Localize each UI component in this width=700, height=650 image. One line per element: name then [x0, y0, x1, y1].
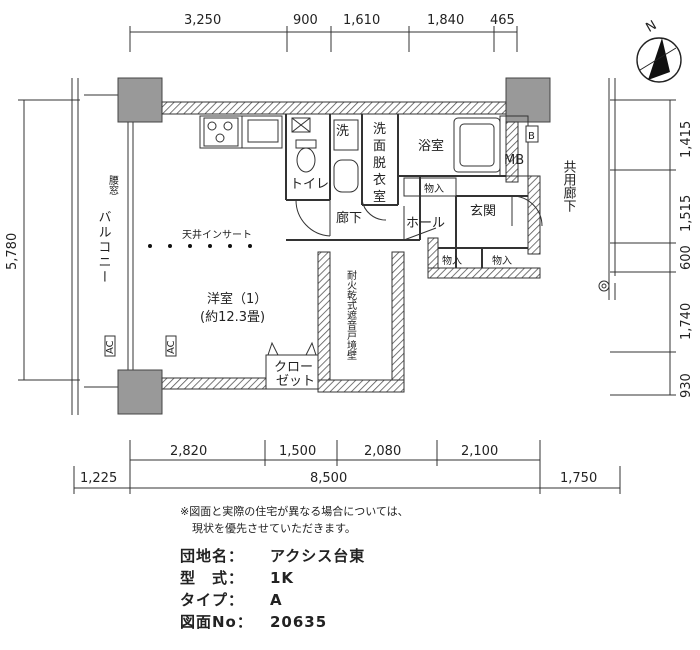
hall-label: ホール	[406, 216, 445, 231]
bathtub-icon	[453, 117, 501, 173]
right-dimension-line	[610, 99, 676, 396]
sink-icon	[333, 119, 359, 193]
ac-box-1	[104, 335, 116, 357]
balcony-label: バルコニー	[96, 210, 112, 285]
column-top-right	[505, 77, 551, 123]
balcony-window	[127, 118, 134, 370]
toilet-icon	[291, 117, 317, 173]
wash-label: 洗	[336, 124, 349, 139]
entrance-label: 玄関	[470, 204, 496, 219]
left-dimension-line	[18, 99, 80, 381]
washroom-label-3: 脱	[373, 156, 386, 171]
washroom-label-5: 室	[373, 189, 386, 205]
closet	[265, 341, 319, 390]
washroom-label-2: 面	[373, 139, 386, 154]
dim-right-5: 930	[679, 373, 694, 398]
interior-walls	[199, 114, 528, 268]
corridor-label: 廊下	[336, 210, 362, 226]
dim-right-4: 1,740	[679, 303, 694, 340]
stove-icon	[203, 117, 239, 147]
layout-label: タイプ：	[180, 591, 245, 609]
compass-icon	[636, 37, 682, 83]
toilet-label: トイレ	[290, 177, 329, 192]
top-dimension-line	[129, 26, 518, 52]
column-top-left	[117, 77, 163, 123]
doors	[295, 195, 543, 241]
dim-top-1: 3,250	[184, 13, 221, 28]
bottom-dimension-lines	[73, 440, 621, 494]
dim-bottom-1: 2,820	[170, 444, 207, 459]
dim-bottom-3: 2,080	[364, 444, 401, 459]
dim-bottom-7: 1,750	[560, 471, 597, 486]
bath-label: 浴室	[418, 138, 444, 154]
walls	[161, 101, 541, 393]
mb-label: MB	[504, 153, 524, 168]
complex-row: 団地名： アクシス台東	[180, 545, 680, 567]
fire-wall-label: 耐火乾式遮音戸境壁	[345, 269, 357, 360]
common-corridor-label: 共用廊下	[561, 160, 577, 212]
type-label: 型 式：	[180, 569, 245, 587]
closet-label-1: クロー	[274, 360, 313, 375]
storage-label-2: 物入	[442, 254, 462, 267]
layout-row: タイプ： A	[180, 589, 680, 611]
note-line-1: ※図面と実際の住宅が異なる場合については、	[180, 505, 409, 518]
ac-label-1: AC	[105, 340, 116, 354]
type-row: 型 式： 1K	[180, 567, 680, 589]
room-western-size: (約12.3畳)	[200, 310, 265, 325]
compass-north: N	[644, 18, 660, 36]
washroom-label-1: 洗	[373, 122, 386, 137]
column-bottom-left	[117, 369, 163, 415]
drawing-value: 20635	[270, 613, 328, 631]
balcony-rail	[71, 78, 120, 415]
washroom-label-4: 衣	[373, 172, 386, 188]
room-western-label: 洋室（1）	[207, 291, 267, 307]
closet-label-2: ゼット	[276, 374, 315, 389]
b-label: B	[528, 131, 535, 142]
dim-right-3: 600	[679, 245, 694, 270]
dim-bottom-6: 8,500	[310, 471, 347, 486]
drain-icon	[598, 280, 610, 292]
drawing-label: 図面No：	[180, 613, 253, 631]
type-value: 1K	[270, 569, 295, 587]
dim-top-2: 900	[293, 13, 318, 28]
dim-top-3: 1,610	[343, 13, 380, 28]
emergency-window-label: 腰窓	[107, 175, 119, 195]
ceiling-insert-label: 天井インサート	[182, 228, 252, 241]
corridor-rail	[608, 78, 616, 300]
dim-top-5: 465	[490, 13, 515, 28]
note-line-2: 現状を優先させていただきます。	[192, 522, 356, 535]
drawing-row: 図面No： 20635	[180, 611, 680, 633]
ac-label-2: AC	[166, 340, 177, 354]
dim-right-1: 1,415	[679, 121, 694, 158]
layout-value: A	[270, 591, 283, 609]
info-block: ※図面と実際の住宅が異なる場合については、 現状を優先させていただきます。 団地…	[180, 503, 680, 633]
ac-box-2	[165, 335, 177, 357]
dim-bottom-4: 2,100	[461, 444, 498, 459]
complex-value: アクシス台東	[270, 547, 366, 565]
complex-label: 団地名：	[180, 547, 245, 565]
dim-bottom-2: 1,500	[279, 444, 316, 459]
ceiling-insert-dots	[148, 244, 252, 248]
dim-bottom-5: 1,225	[80, 471, 117, 486]
dim-left: 5,780	[5, 233, 20, 270]
mb-box	[499, 115, 529, 177]
dim-right-2: 1,515	[679, 195, 694, 232]
dim-top-4: 1,840	[427, 13, 464, 28]
storage-label-3: 物入	[492, 254, 512, 267]
storage-label-1: 物入	[424, 182, 444, 195]
